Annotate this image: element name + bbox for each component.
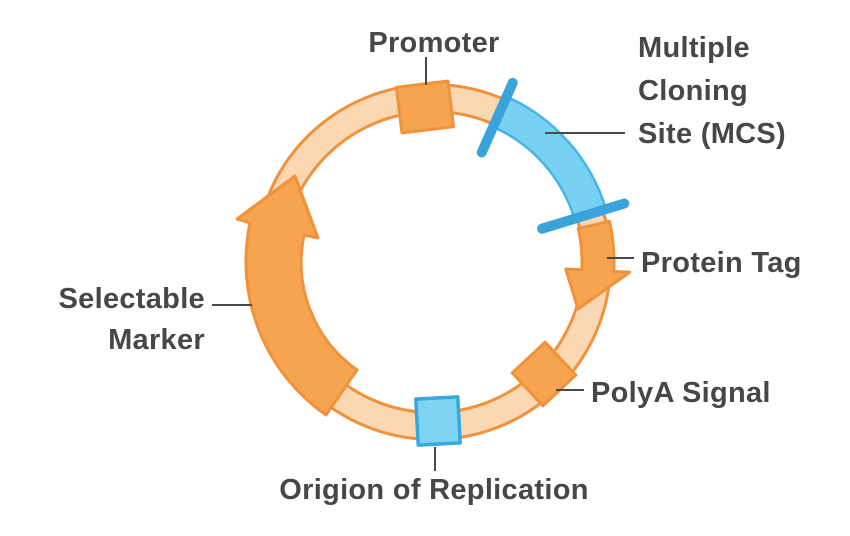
protein-tag-label: Protein Tag [641,247,802,279]
mcs-label: Multiple Cloning Site (MCS) [638,27,786,156]
mcs-label-line-3: Site (MCS) [638,118,786,150]
selectable-marker-label-line-2: Marker [108,324,205,356]
mcs-label-line-2: Cloning [638,75,749,107]
promoter-box [394,79,456,135]
leader-lines [212,57,634,471]
restriction-site-bar-upper [476,77,518,158]
polya-signal-label: PolyA Signal [591,377,771,409]
selectable-marker-arrow [235,174,359,417]
promoter-label: Promoter [368,27,500,59]
origin-of-replication-label: Origion of Replication [279,474,589,506]
protein-tag-arrow [564,219,632,311]
mcs-label-line-1: Multiple [638,32,750,64]
mcs-arc-segment [491,95,608,220]
restriction-site-bar-lower [537,198,630,234]
selectable-marker-label-line-1: Selectable [58,283,205,315]
selectable-marker-label: Selectable Marker [0,279,205,361]
origin-of-replication-box [414,395,462,447]
